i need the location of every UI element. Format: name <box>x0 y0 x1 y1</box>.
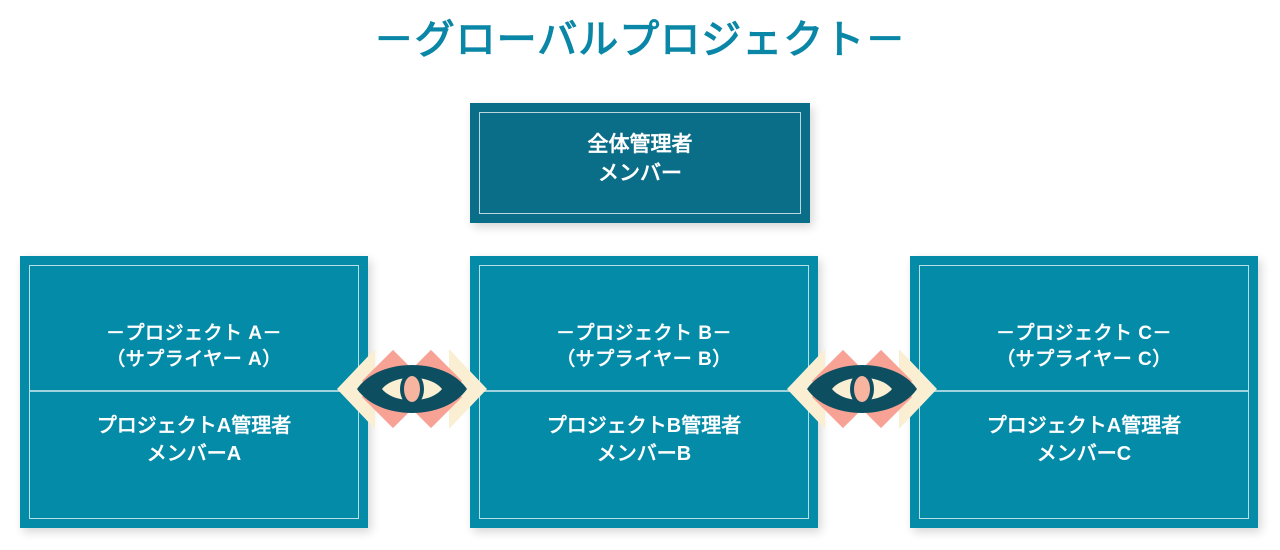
project-b-heading-label: －プロジェクト B－ （サプライヤー B） <box>555 322 732 370</box>
project-a-header: －プロジェクト A－ （サプライヤー A） <box>30 304 358 390</box>
project-b-divider <box>480 390 808 392</box>
project-c-heading-label: －プロジェクト C－ （サプライヤー C） <box>995 322 1172 370</box>
connector-project-b-to-c <box>787 337 937 441</box>
project-c-header: －プロジェクト C－ （サプライヤー C） <box>920 304 1248 390</box>
page-title: －グローバルプロジェクト－ <box>373 18 907 62</box>
project-c-divider <box>920 390 1248 392</box>
project-a-body: プロジェクトA管理者 メンバーA <box>30 396 358 486</box>
project-b-body: プロジェクトB管理者 メンバーB <box>480 396 808 486</box>
project-b-members-label: プロジェクトB管理者 メンバーB <box>546 415 742 465</box>
project-c-members-label: プロジェクトA管理者 メンバーC <box>986 415 1182 465</box>
connector-project-a-to-b <box>337 337 487 441</box>
project-box-a: －プロジェクト A－ （サプライヤー A） プロジェクトA管理者 メンバーA <box>20 256 368 528</box>
project-a-heading-label: －プロジェクト A－ （サプライヤー A） <box>105 322 282 370</box>
project-c-body: プロジェクトA管理者 メンバーC <box>920 396 1248 486</box>
project-box-b: －プロジェクト B－ （サプライヤー B） プロジェクトB管理者 メンバーB <box>470 256 818 528</box>
eye-icon <box>357 365 467 413</box>
global-manager-box: 全体管理者 メンバー <box>470 103 810 223</box>
project-b-header: －プロジェクト B－ （サプライヤー B） <box>480 304 808 390</box>
eye-icon <box>807 365 917 413</box>
project-a-members-label: プロジェクトA管理者 メンバーA <box>96 415 292 465</box>
project-box-c: －プロジェクト C－ （サプライヤー C） プロジェクトA管理者 メンバーC <box>910 256 1258 528</box>
global-manager-label: 全体管理者 メンバー <box>587 133 693 185</box>
project-a-divider <box>30 390 358 392</box>
